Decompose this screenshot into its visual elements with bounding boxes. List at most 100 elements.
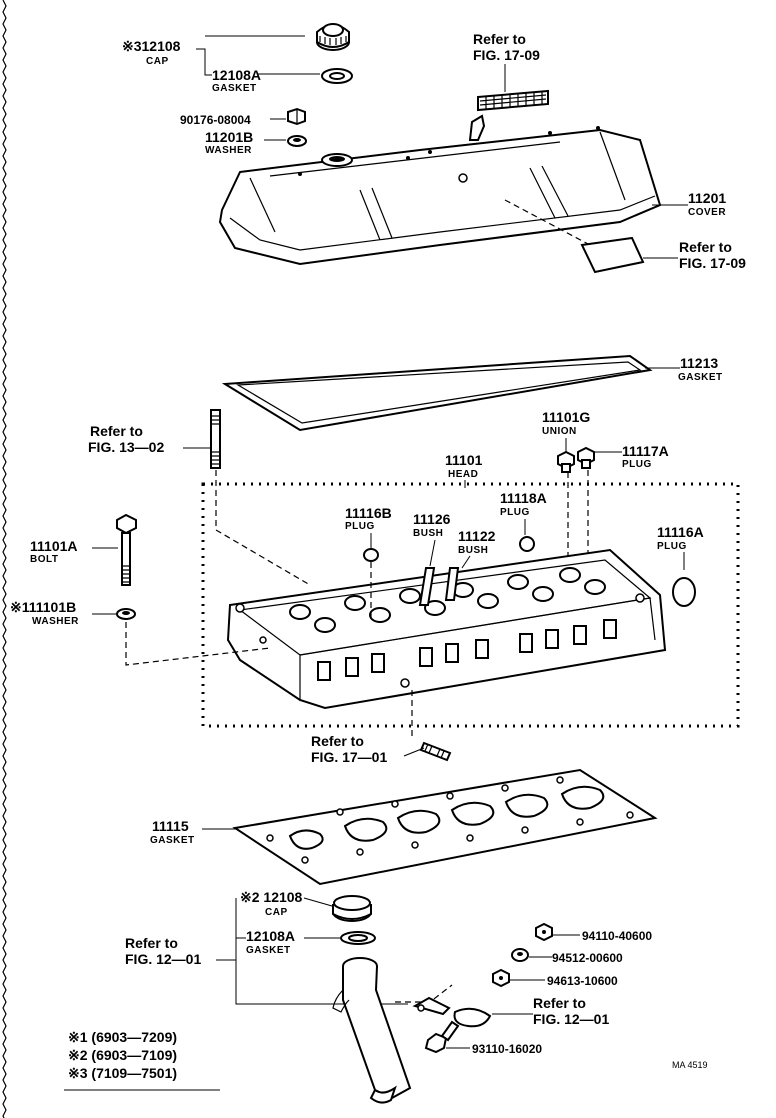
pipe-dash xyxy=(395,984,453,1003)
plug-11116a[interactable] xyxy=(672,577,696,607)
plug-11118a-name: PLUG xyxy=(500,507,530,518)
head-assembly-box xyxy=(201,482,740,728)
plug-11117a-number: 11117A xyxy=(622,443,669,459)
cover-gasket[interactable] xyxy=(221,354,653,432)
ref-17-09-right-line2: FIG. 17-09 xyxy=(679,255,746,271)
washer-top[interactable] xyxy=(287,135,307,147)
ref-12-01-right-line1: Refer to xyxy=(533,995,586,1011)
ref-13-02-line1: Refer to xyxy=(90,423,143,439)
nut-94613-number: 94613-10600 xyxy=(547,974,618,988)
ref-17-01-line2: FIG. 17—01 xyxy=(311,749,387,765)
legend: ※1 (6903—7209) ※2 (6903—7109) ※3 (7109—7… xyxy=(64,1029,220,1091)
legend-item-1: ※1 (6903—7209) xyxy=(68,1029,177,1045)
head-number: 11101 xyxy=(445,452,483,468)
cover-number: 11201 xyxy=(688,190,726,206)
head-gasket[interactable] xyxy=(232,768,658,886)
legend-item-2: ※2 (6903—7109) xyxy=(68,1047,177,1063)
ref-12-01-right-line2: FIG. 12—01 xyxy=(533,1011,609,1027)
oil-filler-gasket-top[interactable] xyxy=(321,68,353,84)
bolt-93110-number: 93110-16020 xyxy=(472,1042,542,1056)
nut-94110[interactable] xyxy=(535,922,553,942)
plug-11118a[interactable] xyxy=(519,536,535,552)
washer-94512-number: 94512-00600 xyxy=(552,951,623,965)
pipe-clamp[interactable] xyxy=(412,996,492,1028)
cam-followers xyxy=(289,567,606,633)
cylinder-head[interactable] xyxy=(226,548,667,710)
oil-filler-cap-top[interactable] xyxy=(316,23,350,51)
diagram-id: MA 4519 xyxy=(672,1060,708,1070)
bolt-number: 11101A xyxy=(30,538,78,554)
washer-top-name: WASHER xyxy=(205,145,252,156)
plug-11118a-number: 11118A xyxy=(500,490,547,506)
nut-top[interactable] xyxy=(287,107,306,126)
plug-11116a-name: PLUG xyxy=(657,541,687,552)
plug-11116b-number: 11116B xyxy=(345,505,392,521)
nut-top-number: 90176-08004 xyxy=(180,113,251,127)
bolt-dash xyxy=(125,622,271,666)
head-gasket-name: GASKET xyxy=(150,835,195,846)
legend-item-3: ※3 (7109—7501) xyxy=(68,1065,177,1081)
cap-bottom-name: CAP xyxy=(265,907,288,918)
ref-17-09-right-line1: Refer to xyxy=(679,239,732,255)
plug-11116b-name: PLUG xyxy=(345,521,375,532)
ref-13-02-line2: FIG. 13—02 xyxy=(88,439,164,455)
bolt-name: BOLT xyxy=(30,554,58,565)
union-number: 11101G xyxy=(542,409,590,425)
ref-12-01-left-line1: Refer to xyxy=(125,935,178,951)
bush-11126-leader xyxy=(429,539,436,567)
nut-94613[interactable] xyxy=(492,968,510,988)
washer-name: WASHER xyxy=(32,616,79,627)
gasket-top-number: 12108A xyxy=(212,67,261,83)
ref-17-09-top-line1: Refer to xyxy=(473,31,526,47)
nut-94110-number: 94110-40600 xyxy=(582,929,652,943)
cover-gasket-number: 11213 xyxy=(680,355,718,371)
ref-12-01-left-line2: FIG. 12—01 xyxy=(125,951,201,967)
breather-element[interactable] xyxy=(477,89,549,112)
bolt-93110[interactable] xyxy=(424,1020,460,1054)
washer-number: ※111101B xyxy=(10,599,76,615)
washer-top-number: 11201B xyxy=(205,129,253,145)
washer-94512[interactable] xyxy=(511,948,529,962)
ref-17-01-line1: Refer to xyxy=(311,733,364,749)
manifold-stud[interactable] xyxy=(419,741,452,762)
union-name: UNION xyxy=(542,426,577,437)
breather-plate[interactable] xyxy=(580,236,645,274)
bush-11126-name: BUSH xyxy=(413,528,443,539)
stud-bolt[interactable] xyxy=(210,409,221,469)
cover-gasket-name: GASKET xyxy=(678,372,723,383)
ref-17-09-top-line2: FIG. 17-09 xyxy=(473,47,540,63)
cap-top-name: CAP xyxy=(146,56,169,67)
head-ports xyxy=(317,619,617,681)
oil-filler-pipe[interactable] xyxy=(332,957,412,1104)
bush-11122-name: BUSH xyxy=(458,545,488,556)
cap-bottom-number: ※2 12108 xyxy=(240,889,303,905)
plug-11116a-number: 11116A xyxy=(657,524,704,540)
head-name: HEAD xyxy=(448,469,478,480)
page-edge-border xyxy=(2,0,7,1118)
gasket-bottom-name: GASKET xyxy=(246,945,291,956)
bracket-cap-gasket xyxy=(196,35,320,76)
plug-11117a-name: PLUG xyxy=(622,459,652,470)
cap-top-number: ※312108 xyxy=(122,38,181,54)
gasket-top-name: GASKET xyxy=(212,83,257,94)
plug-11117a[interactable] xyxy=(577,446,595,469)
cover-name: COVER xyxy=(688,207,726,218)
oil-filler-cap-bottom[interactable] xyxy=(332,895,372,922)
head-bolt[interactable] xyxy=(116,513,137,586)
bush-11122[interactable] xyxy=(444,567,460,601)
oil-filler-gasket-bottom[interactable] xyxy=(340,931,376,945)
plug-11116b[interactable] xyxy=(363,548,379,562)
cap-bottom-leader xyxy=(303,897,333,907)
bush-11122-number: 11122 xyxy=(458,528,496,544)
head-washer[interactable] xyxy=(116,608,136,620)
head-gasket-number: 11115 xyxy=(152,818,189,834)
bush-11126-number: 11126 xyxy=(413,511,451,527)
valve-cover[interactable] xyxy=(218,114,662,266)
ref-17-01-leader xyxy=(403,747,425,757)
stud-dash xyxy=(215,470,311,586)
bush-11126[interactable] xyxy=(418,567,436,606)
gasket-bottom-number: 12108A xyxy=(246,928,295,944)
union-fitting[interactable] xyxy=(557,450,575,473)
bush-11122-leader xyxy=(461,555,471,569)
